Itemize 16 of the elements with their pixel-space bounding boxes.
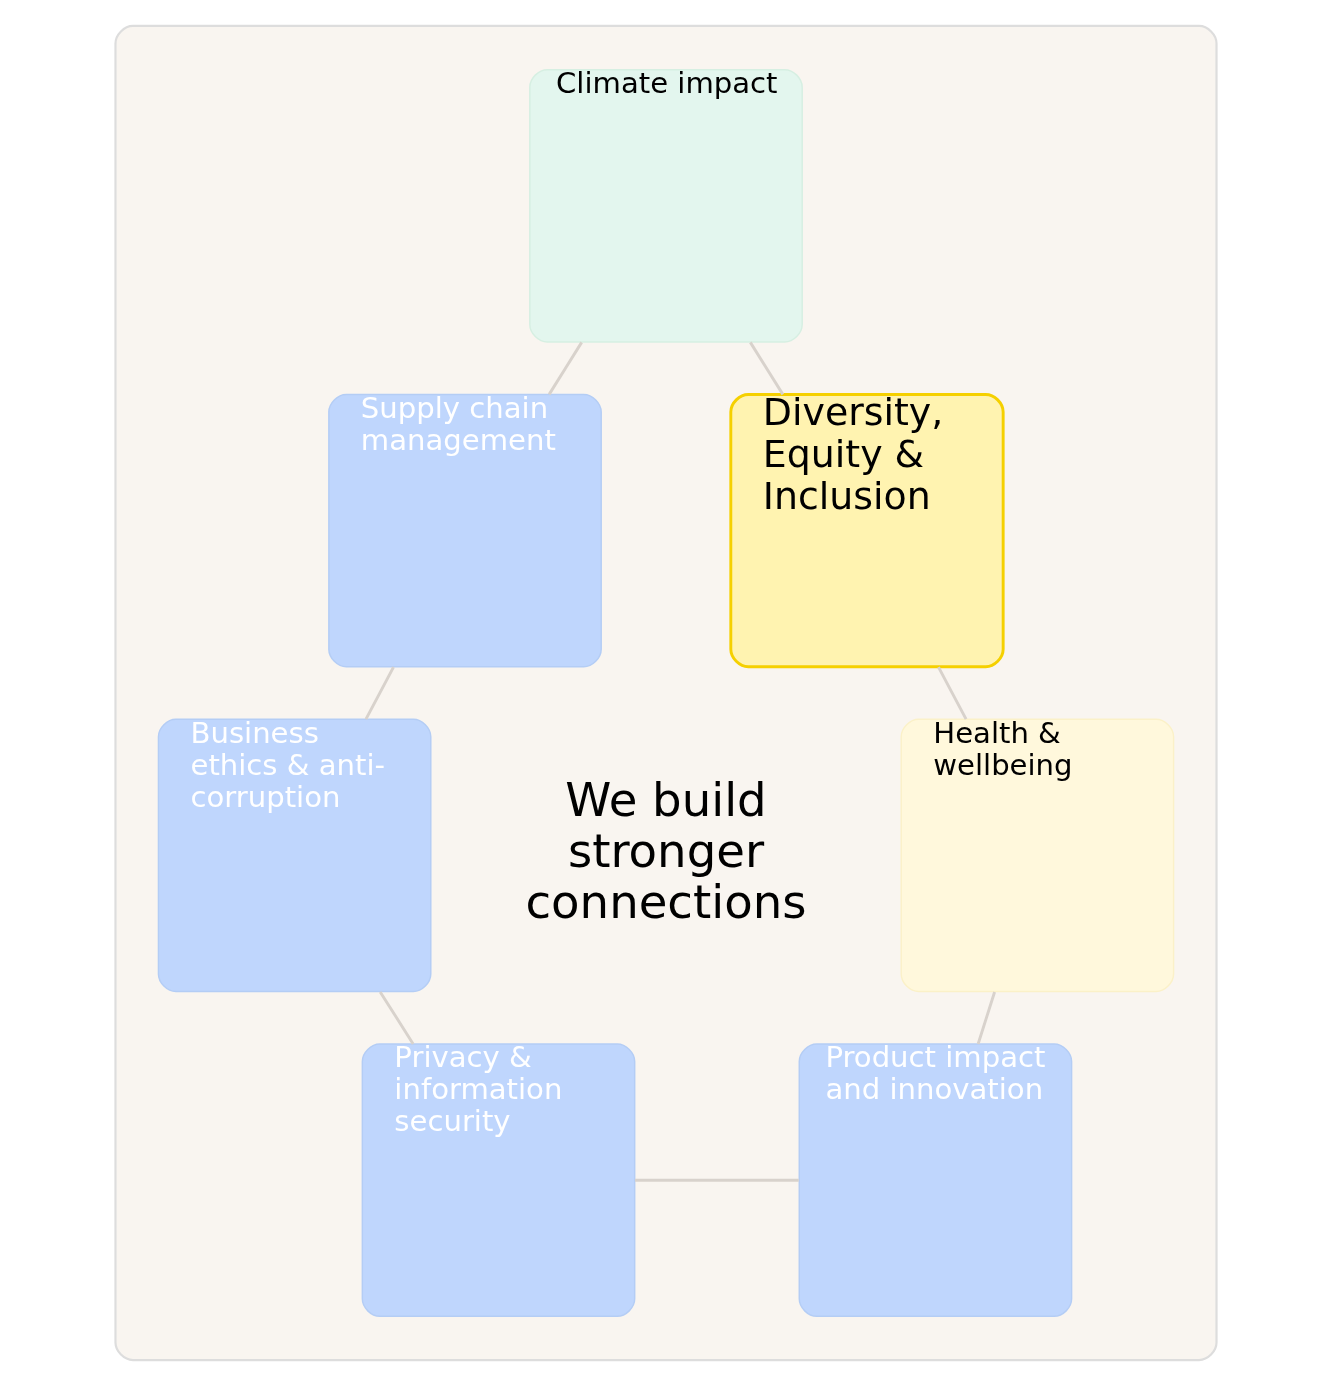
node-box: Product impact and innovation xyxy=(798,1043,1073,1318)
cluster xyxy=(114,24,1218,1362)
connector xyxy=(547,341,583,396)
connector xyxy=(976,991,996,1045)
connector xyxy=(635,1178,799,1182)
connector xyxy=(378,991,415,1045)
node-box: Business ethics & anti-corruption xyxy=(157,718,432,993)
node-box: Supply chain management xyxy=(328,393,602,668)
connector xyxy=(937,666,968,720)
node-box: Diversity, Equity & Inclusion xyxy=(729,393,1005,669)
node-box: Climate impact xyxy=(529,68,803,343)
node-box: Privacy & information security xyxy=(361,1043,636,1318)
label: We build stronger connections xyxy=(525,773,807,930)
node-box: Health & wellbeing xyxy=(900,718,1175,993)
connector xyxy=(364,666,395,720)
connector xyxy=(749,341,785,396)
